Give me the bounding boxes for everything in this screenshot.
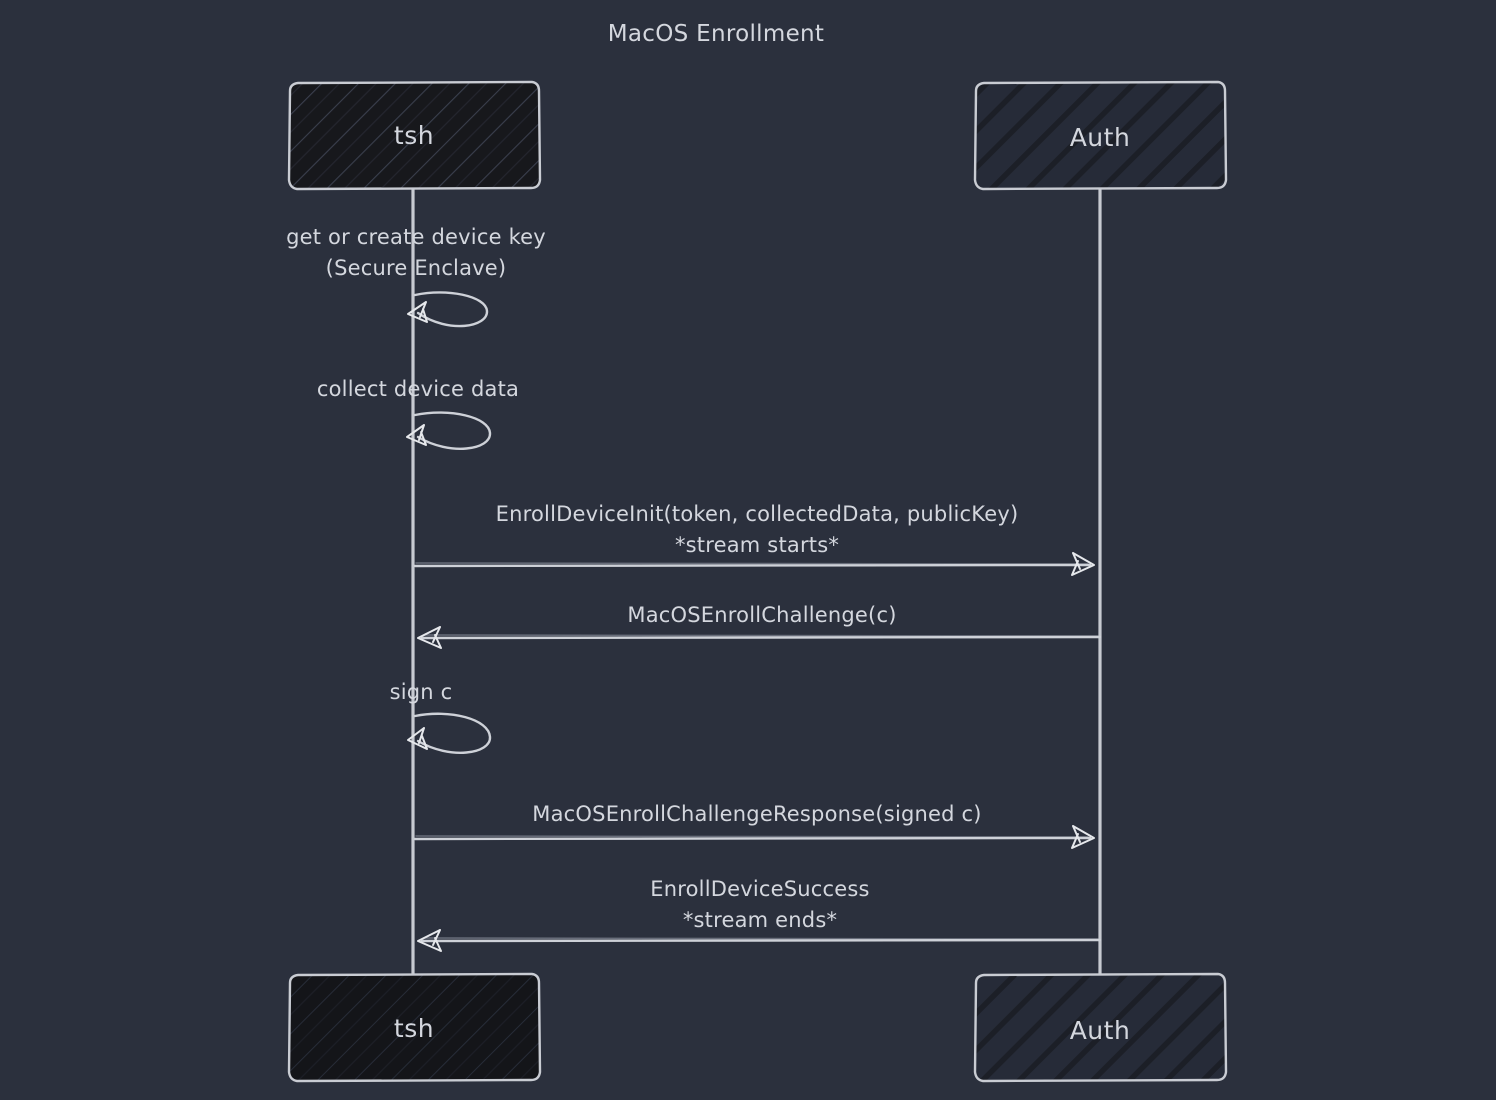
diagram-title: MacOS Enrollment xyxy=(608,21,824,47)
message-5-arrowhead xyxy=(407,727,428,750)
message-5-label-line-1: sign c xyxy=(390,680,453,704)
message-2-self-collect-device-data[interactable]: collect device data xyxy=(317,377,519,450)
message-4-label-line-1: MacOSEnrollChallenge(c) xyxy=(627,603,896,627)
message-6-label-line-1: MacOSEnrollChallengeResponse(signed c) xyxy=(532,802,981,826)
message-6-arrowhead xyxy=(1071,825,1095,849)
message-2-label-line-1: collect device data xyxy=(317,377,519,401)
actor-box-auth-top[interactable]: Auth xyxy=(973,80,1228,191)
message-2-arrowhead xyxy=(406,424,427,446)
actor-box-auth-top-fill xyxy=(975,82,1225,188)
message-6-line xyxy=(413,836,1092,841)
message-1-self-get-or-create-device-key[interactable]: get or create device key (Secure Enclave… xyxy=(286,225,546,328)
actor-box-tsh-top-border xyxy=(287,80,542,191)
actor-box-auth-bottom[interactable]: Auth xyxy=(973,972,1228,1083)
message-7-label-line-2: *stream ends* xyxy=(683,908,837,932)
actor-box-auth-bottom-fill xyxy=(975,974,1225,1080)
message-3-label-line-2: *stream starts* xyxy=(675,533,839,557)
message-7-enroll-device-success[interactable]: EnrollDeviceSuccess *stream ends* xyxy=(417,877,1102,952)
message-7-arrowhead xyxy=(417,929,442,952)
message-4-arrowhead xyxy=(417,626,442,649)
message-6-line-ghost xyxy=(415,835,1089,838)
message-1-label-line-1: get or create device key xyxy=(286,225,546,249)
message-3-arrowhead xyxy=(1071,552,1095,576)
actor-box-tsh-bottom-border xyxy=(287,972,542,1083)
actor-label-auth-bottom: Auth xyxy=(1070,1016,1131,1045)
message-1-self-loop xyxy=(413,291,489,328)
message-7-label-line-1: EnrollDeviceSuccess xyxy=(650,877,869,901)
actor-label-tsh-bottom: tsh xyxy=(394,1014,434,1043)
message-3-label-line-1: EnrollDeviceInit(token, collectedData, p… xyxy=(496,502,1019,526)
actor-box-tsh-top-fill xyxy=(289,82,539,188)
message-1-label-line-2: (Secure Enclave) xyxy=(326,256,507,280)
message-5-self-loop xyxy=(413,712,492,754)
actor-box-tsh-top[interactable]: tsh xyxy=(287,80,542,191)
message-7-line-ghost xyxy=(423,937,1099,940)
actor-box-tsh-bottom[interactable]: tsh xyxy=(287,972,542,1083)
message-3-line-ghost xyxy=(415,562,1089,565)
message-4-macos-enroll-challenge[interactable]: MacOSEnrollChallenge(c) xyxy=(417,603,1102,649)
message-3-line xyxy=(413,563,1092,568)
actor-label-auth-top: Auth xyxy=(1070,123,1131,152)
actor-box-auth-bottom-border xyxy=(973,972,1228,1083)
message-6-macos-enroll-challenge-response[interactable]: MacOSEnrollChallengeResponse(signed c) xyxy=(413,802,1095,849)
actor-box-tsh-bottom-fill xyxy=(289,974,539,1080)
message-2-self-loop xyxy=(413,411,492,450)
message-4-line-ghost xyxy=(423,634,1099,637)
message-3-enroll-device-init[interactable]: EnrollDeviceInit(token, collectedData, p… xyxy=(413,502,1095,576)
message-7-line xyxy=(420,938,1102,943)
message-4-line xyxy=(420,635,1102,640)
message-1-arrowhead xyxy=(407,301,428,323)
actor-box-auth-top-border xyxy=(973,80,1228,191)
lifelines xyxy=(411,188,1102,987)
message-5-self-sign-c[interactable]: sign c xyxy=(390,680,492,754)
actor-label-tsh-top: tsh xyxy=(394,121,434,150)
